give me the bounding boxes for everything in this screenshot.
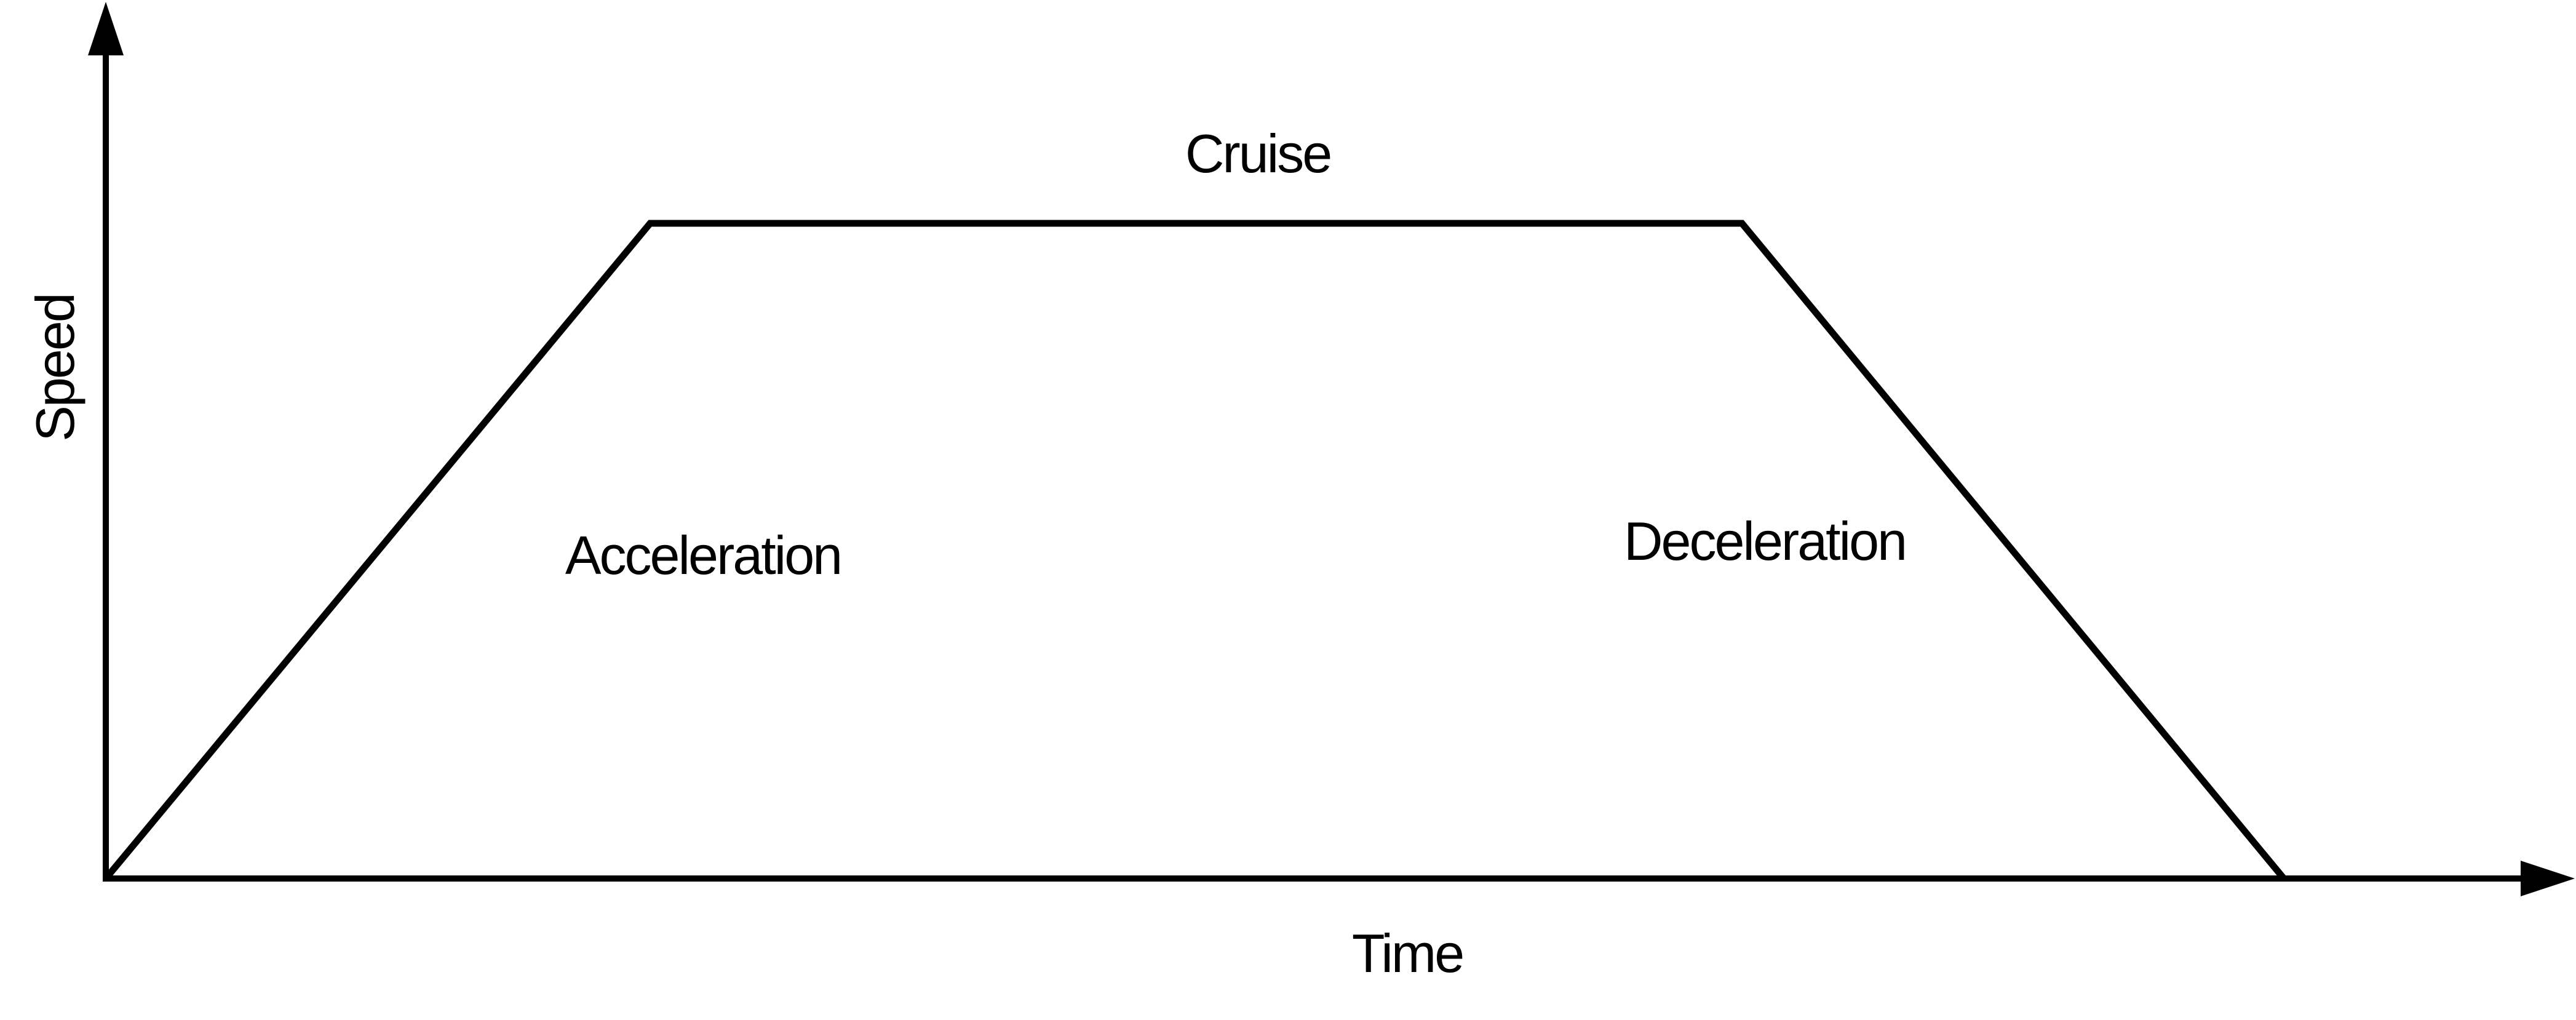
speed-profile-curve — [103, 220, 2287, 881]
x-axis-label: Time — [1352, 923, 1463, 984]
y-axis-arrowhead-icon — [88, 2, 124, 55]
acceleration-label: Acceleration — [565, 525, 841, 586]
y-axis-label: Speed — [25, 294, 85, 441]
deceleration-label: Deceleration — [1624, 511, 1906, 572]
cruise-label: Cruise — [1185, 123, 1330, 184]
x-axis-arrowhead-icon — [2521, 861, 2575, 896]
